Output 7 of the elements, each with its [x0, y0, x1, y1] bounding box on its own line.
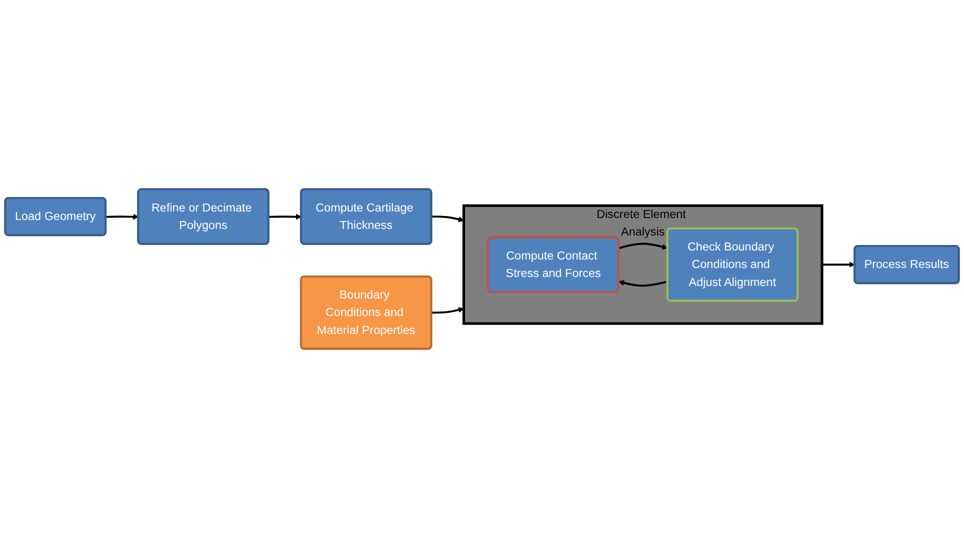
arrow: [618, 242, 668, 250]
arrow: [431, 216, 464, 222]
arrow: [431, 307, 464, 314]
arrow: [822, 262, 855, 268]
arrow: [268, 214, 302, 220]
arrow: [106, 214, 139, 220]
arrow: [618, 280, 668, 287]
